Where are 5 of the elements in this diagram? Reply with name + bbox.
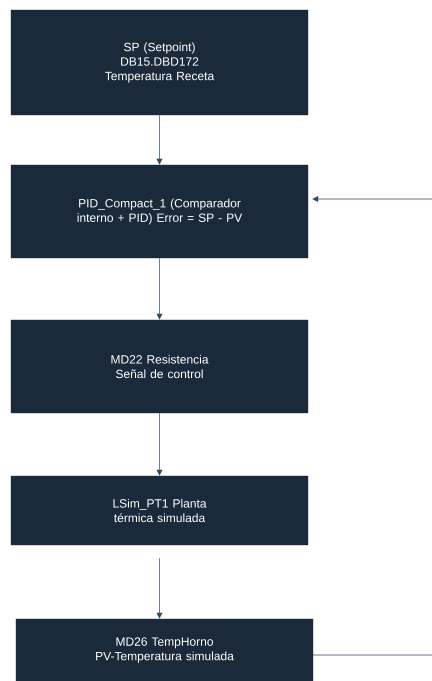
process-box: LSim_PT1 Planta térmica simulada [10,476,308,546]
process-box: MD26 TempHorno PV-Temperatura simulada [16,618,314,681]
process-box: MD22 Resistencia Señal de control [10,320,308,414]
process-box: PID_Compact_1 (Comparador interno + PID) Error = SP - PV [10,164,308,258]
process-box: SP (Setpoint) DB15.DBD172 Temperatura Receta [10,10,308,116]
